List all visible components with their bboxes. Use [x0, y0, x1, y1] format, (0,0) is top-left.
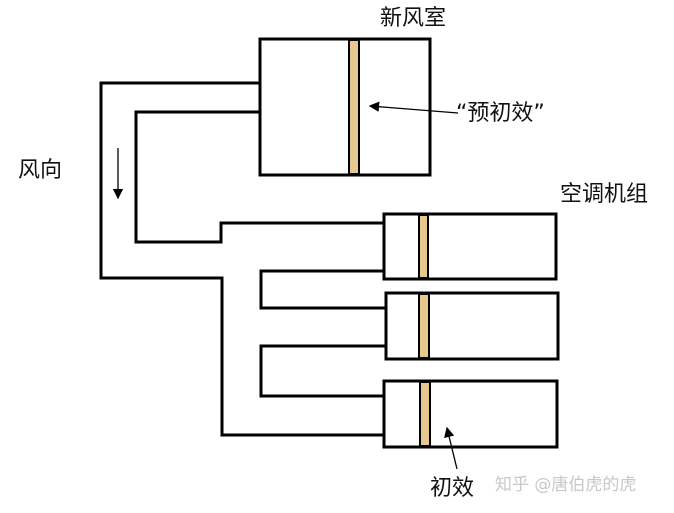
filter-3: [419, 381, 431, 447]
pre-filter: [348, 39, 360, 175]
ahu-unit-3: [382, 379, 559, 449]
fresh-air-room-label: 新风室: [380, 6, 447, 31]
watermark: 知乎 @唐伯虎的虎: [495, 475, 637, 495]
duct-bracket-1: [259, 269, 386, 310]
pre-filter-pointer-arrow-icon: [368, 101, 459, 114]
pre-filter-label: “预初效”: [456, 101, 545, 126]
filter-1: [418, 214, 429, 279]
ahu-unit-2: [384, 291, 560, 361]
fresh-air-room-box: [258, 37, 432, 177]
duct-bracket-2: [259, 344, 386, 398]
duct-outer: [99, 81, 384, 437]
filter-2: [418, 293, 430, 359]
wind-direction-label: 风向: [18, 158, 63, 183]
duct-inner: [134, 110, 384, 244]
ahu-unit-1: [382, 212, 558, 281]
primary-filter-pointer-arrow-icon: [444, 426, 458, 470]
ahu-label: 空调机组: [560, 182, 649, 207]
primary-filter-label: 初效: [430, 476, 475, 501]
